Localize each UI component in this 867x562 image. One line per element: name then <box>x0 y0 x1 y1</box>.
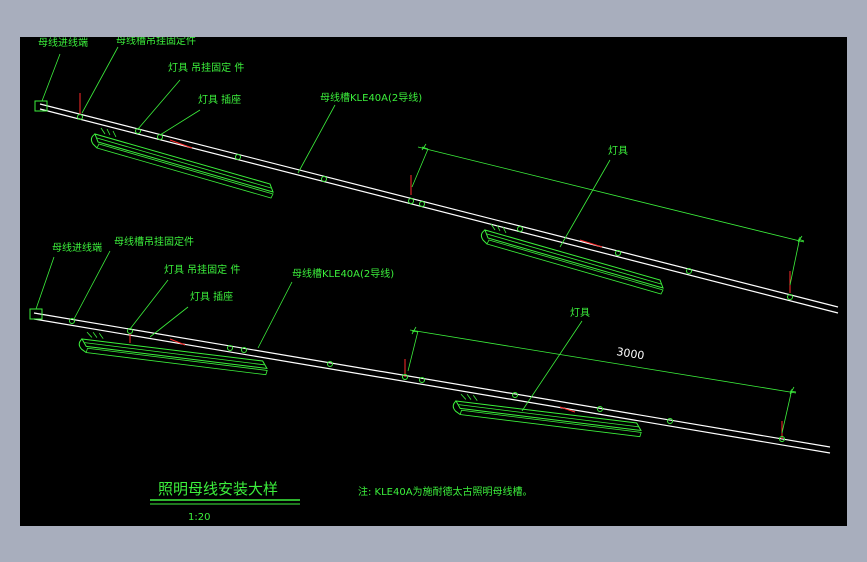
drawing-scale: 1:20 <box>188 512 210 523</box>
cad-drawing-canvas[interactable]: 母线进线端 母线槽吊挂固定件 灯具 吊挂固定 件 灯具 插座 母线槽KLE40A… <box>20 37 847 526</box>
drawing-title: 照明母线安装大样 <box>158 480 278 498</box>
label-fixture-lower: 灯具 <box>570 307 590 319</box>
drawing-note: 注: KLE40A为施耐德太古照明母线槽。 <box>358 485 533 498</box>
label-fixture-hanger-lower: 灯具 吊挂固定 件 <box>164 263 240 276</box>
label-busway-entry-upper: 母线进线端 <box>38 37 88 49</box>
dimension-value: 3000 <box>616 345 646 362</box>
label-busway-entry-lower: 母线进线端 <box>52 241 102 254</box>
lower-busway <box>29 304 831 466</box>
upper-busway <box>34 93 839 314</box>
busway-entry-box-upper <box>34 100 48 112</box>
upper-fixture-1 <box>90 127 274 199</box>
label-fixture-socket-lower: 灯具 插座 <box>190 290 233 303</box>
upper-fixture-2 <box>480 223 664 295</box>
label-busway-hanger-upper: 母线槽吊挂固定件 <box>116 37 196 47</box>
label-fixture-socket-upper: 灯具 插座 <box>198 93 241 106</box>
drawing-svg: 母线进线端 母线槽吊挂固定件 灯具 吊挂固定 件 灯具 插座 母线槽KLE40A… <box>29 37 839 523</box>
label-busway-hanger-lower: 母线槽吊挂固定件 <box>114 235 194 248</box>
upper-leaders <box>41 46 805 286</box>
label-fixture-upper: 灯具 <box>608 145 628 157</box>
lower-leaders <box>35 250 797 434</box>
label-busway-model-upper: 母线槽KLE40A(2导线) <box>320 91 422 104</box>
label-fixture-hanger-upper: 灯具 吊挂固定 件 <box>168 61 244 74</box>
label-busway-model-lower: 母线槽KLE40A(2导线) <box>292 267 394 280</box>
